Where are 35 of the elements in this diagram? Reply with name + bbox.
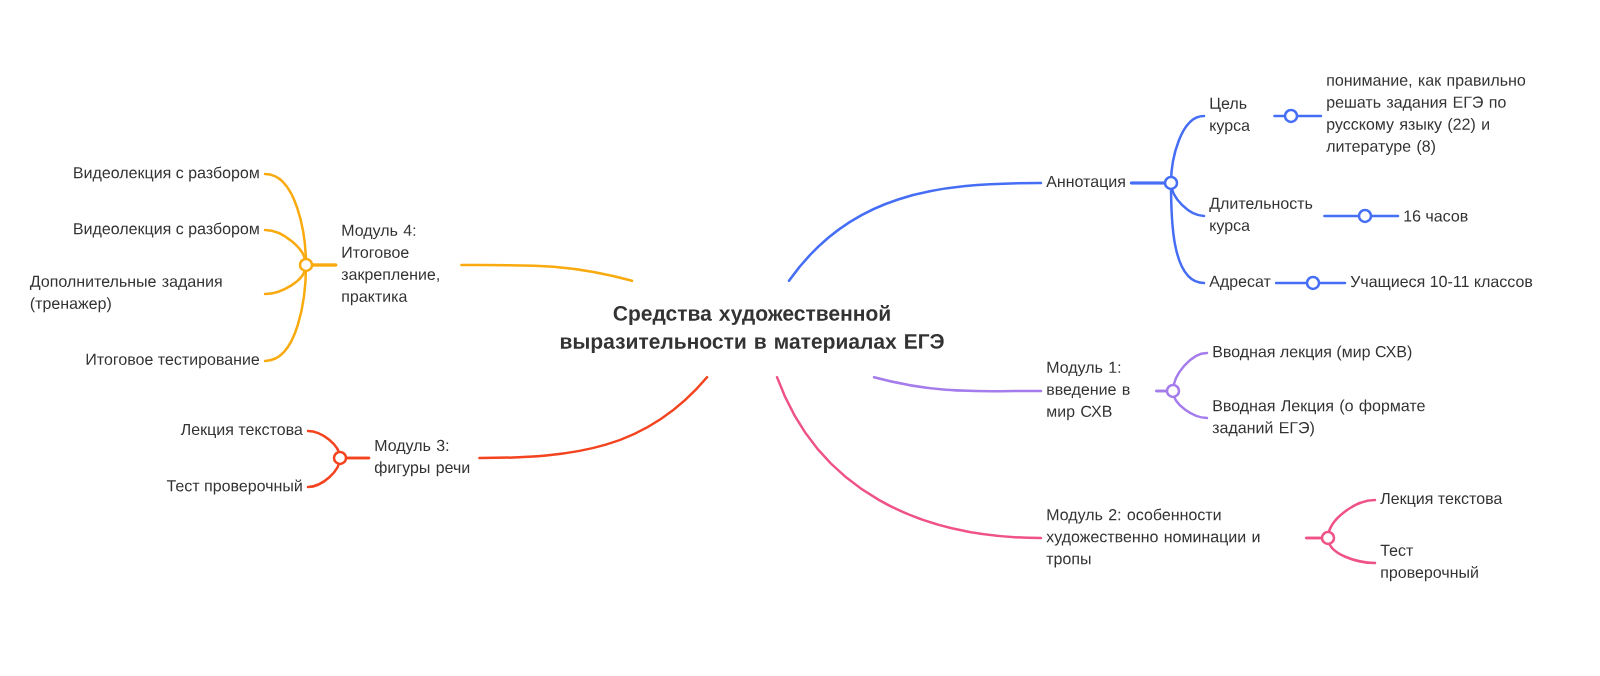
topic-label: Лекция текстова	[1380, 492, 1503, 508]
branch-line	[1323, 214, 1400, 218]
branch-line	[1273, 114, 1323, 118]
topic-label: понимание, как правильно решать задания ЕГЭ по русскому языку (22) и литературе (8)	[1326, 77, 1526, 155]
branch-line	[787, 181, 1043, 283]
topic-label: Учащиеся 10-11 классов	[1350, 275, 1533, 291]
branch-line	[460, 263, 634, 283]
topic-label: Видеолекция с разбором	[74, 166, 259, 182]
branch-line	[1155, 389, 1209, 420]
topic-label: Видеолекция с разбором	[74, 222, 259, 238]
topic-label: Цель курса	[1210, 97, 1250, 135]
topic-label: Вводная лекция (мир СХВ)	[1213, 345, 1412, 361]
branch-line	[1274, 281, 1347, 285]
central-topic: Средства художественной выразительности в материалах ЕГЭ	[560, 305, 944, 353]
topic-label: Аннотация	[1046, 175, 1125, 191]
topic-label: Дополнительные задания (тренажер)	[29, 275, 222, 313]
topic-label: Итоговое тестирование	[86, 353, 260, 369]
branch-line	[1129, 181, 1206, 285]
topic-label: Модуль 4: Итоговое закрепление, практика	[341, 224, 439, 306]
topic-label: Тест проверочный	[1380, 544, 1478, 582]
topic-label: Модуль 3: фигуры речи	[374, 439, 470, 477]
topic-label: Адресат	[1209, 275, 1271, 291]
branch-line	[263, 263, 338, 363]
topic-label: Лекция текстова	[180, 423, 303, 439]
branch-line	[872, 375, 1043, 393]
topic-label: 16 часов	[1404, 210, 1468, 222]
topic-label: Длительность курса	[1209, 197, 1313, 235]
topic-label: Модуль 2: особенности художественно номинации и тропы	[1046, 508, 1260, 568]
topic-label: Тест проверочный	[166, 479, 302, 495]
topic-label: Вводная Лекция (о формате заданий ЕГЭ)	[1212, 399, 1425, 437]
branch-line	[306, 456, 371, 489]
branch-line	[478, 375, 709, 460]
topic-label: Модуль 1: введение в мир СХВ	[1047, 361, 1130, 421]
branch-line	[1305, 536, 1377, 565]
branch-line	[775, 375, 1043, 540]
